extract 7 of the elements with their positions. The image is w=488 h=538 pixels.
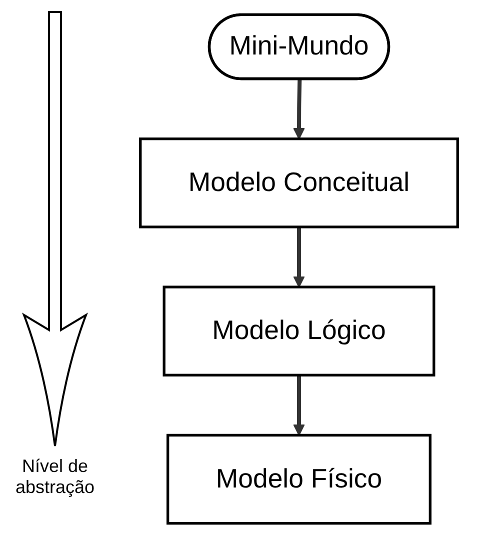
arrow xyxy=(293,79,305,140)
arrow xyxy=(293,226,305,288)
axis-label: Nível de abstração xyxy=(14,456,96,498)
node-box: Modelo Físico xyxy=(166,434,432,525)
arrow xyxy=(293,375,305,436)
node-box: Modelo Conceitual xyxy=(139,138,459,228)
node-box: Modelo Lógico xyxy=(162,286,436,376)
